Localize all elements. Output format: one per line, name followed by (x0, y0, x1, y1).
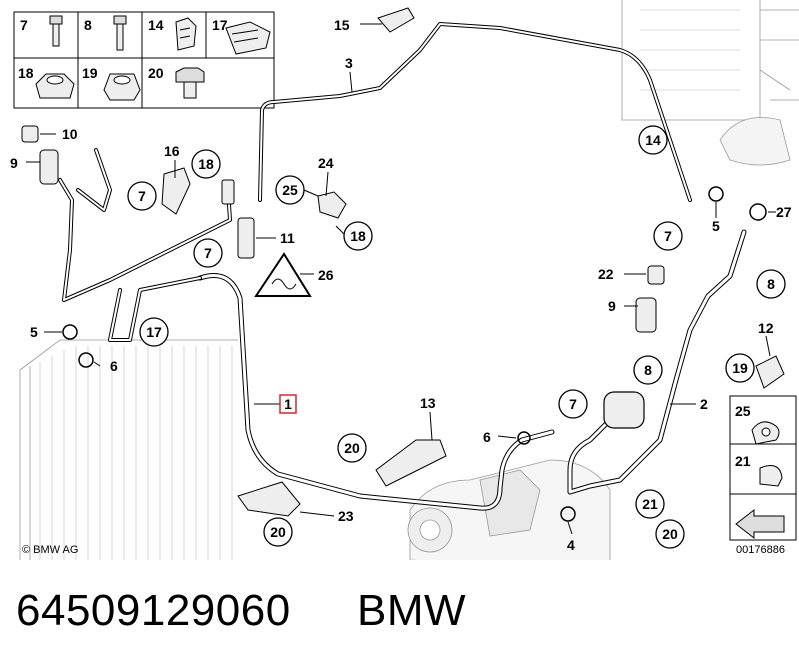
circle-20-c: 20 (662, 526, 678, 542)
condenser-fins (39, 346, 233, 560)
callout-5: 5 (30, 324, 38, 340)
circle-8-b: 8 (767, 276, 775, 292)
panel-label-20: 20 (148, 65, 164, 81)
o-ring-icon (62, 186, 767, 522)
callout-22: 22 (598, 266, 614, 282)
callout-11: 11 (280, 230, 295, 246)
bracket-icon (161, 167, 191, 215)
part-number: 64509129060 (16, 586, 291, 635)
panel-label-7: 7 (20, 17, 28, 33)
bracket-icon (375, 439, 447, 487)
callout-2: 2 (700, 396, 708, 412)
panel-label-19: 19 (82, 65, 98, 81)
cable-clamp-icon (751, 421, 780, 445)
callout-26: 26 (318, 267, 334, 283)
callout-10: 10 (62, 126, 78, 142)
callout-15: 15 (334, 17, 350, 33)
legend-label-21: 21 (735, 453, 751, 469)
bracket-icon (755, 355, 785, 389)
circle-14: 14 (645, 132, 661, 148)
circle-18-b: 18 (350, 228, 366, 244)
highlight-box (279, 394, 297, 414)
copyright-text: © BMW AG (22, 544, 78, 556)
legend-label-25: 25 (735, 403, 751, 419)
fastener-panel (13, 11, 275, 109)
holder-icon (317, 191, 347, 219)
pressure-switch-icon (237, 217, 255, 259)
callout-13: 13 (420, 395, 436, 411)
holder-icon (225, 21, 271, 55)
sensor-icon (221, 179, 235, 205)
direction-arrow-icon (735, 508, 785, 540)
callout-6-center: 6 (483, 429, 491, 445)
bracket-icon (237, 481, 301, 517)
brand-name: BMW (357, 586, 467, 635)
circle-7: 7 (138, 188, 146, 204)
circle-25: 25 (282, 182, 298, 198)
circle-7-c: 7 (569, 396, 577, 412)
callout-23: 23 (338, 508, 354, 524)
callout-27: 27 (776, 204, 792, 220)
mounting-clip-icon (759, 465, 783, 487)
bolt-icon (113, 15, 127, 51)
panel-label-18: 18 (18, 65, 34, 81)
callout-1-highlighted: 1 (284, 396, 292, 412)
callout-9: 9 (10, 155, 18, 171)
circle-20-b: 20 (270, 524, 286, 540)
circle-18: 18 (198, 156, 214, 172)
hex-bolt-icon (175, 67, 205, 99)
service-valve-icon (39, 149, 59, 185)
refrigerant-lines (58, 22, 747, 511)
components (21, 7, 785, 522)
panel-label-14: 14 (148, 17, 164, 33)
bracket-icon (377, 7, 415, 33)
clip-icon (175, 17, 197, 51)
circle-8: 8 (644, 362, 652, 378)
panel-label-17: 17 (212, 17, 228, 33)
circled-callout-labels: 14 7 18 25 18 7 17 20 7 20 7 8 8 19 21 2… (138, 132, 775, 542)
callout-labels: 15 3 10 9 16 24 11 26 5 6 13 6 23 4 2 12… (10, 17, 792, 553)
panel-label-8: 8 (84, 17, 92, 33)
collar-nut-icon (103, 73, 141, 101)
circle-17: 17 (146, 324, 162, 340)
circle-7-b: 7 (204, 245, 212, 261)
parts-diagram: 7 8 14 17 18 19 20 (10, 0, 799, 560)
callout-9-right: 9 (608, 298, 616, 314)
callout-16: 16 (164, 143, 180, 159)
callout-5-right: 5 (712, 218, 720, 234)
legend-panel (729, 395, 797, 541)
condenser (19, 339, 238, 560)
screw-icon (49, 15, 63, 47)
callout-6: 6 (110, 358, 118, 374)
warning-label-icon (254, 252, 312, 297)
service-valve-icon (635, 297, 657, 333)
drawing-id: 00176886 (736, 544, 785, 556)
circle-19: 19 (732, 360, 748, 376)
evaporator-housing (621, 0, 799, 166)
valve-cap-icon (647, 265, 665, 285)
circle-21: 21 (642, 496, 658, 512)
circle-7-d: 7 (664, 228, 672, 244)
compressor (407, 459, 611, 560)
callout-4: 4 (567, 537, 575, 553)
callout-3: 3 (345, 55, 353, 71)
callout-12: 12 (758, 320, 774, 336)
valve-cap-icon (21, 125, 39, 143)
callout-24: 24 (318, 155, 334, 171)
circle-20: 20 (344, 440, 360, 456)
nut-icon (35, 73, 75, 99)
circled-callouts (127, 125, 786, 549)
